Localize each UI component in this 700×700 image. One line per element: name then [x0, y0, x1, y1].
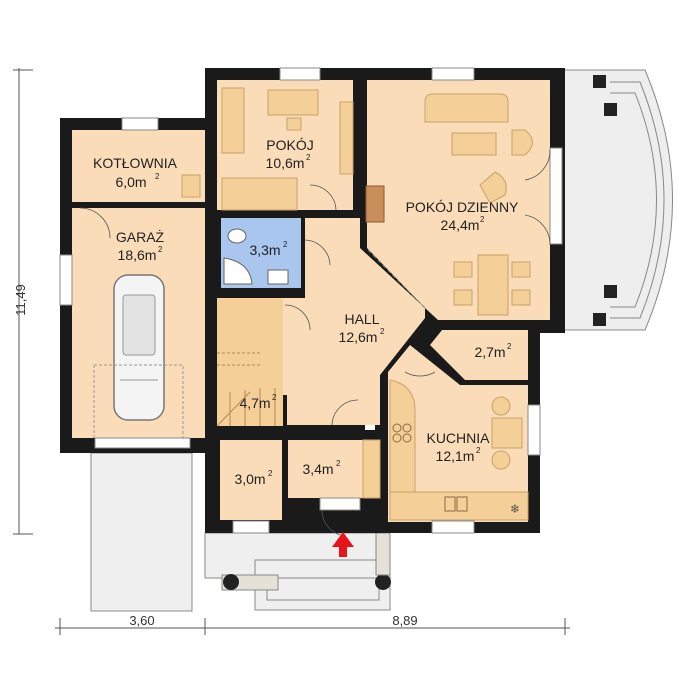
terrace: [562, 69, 673, 331]
window: [121, 117, 159, 131]
room-name: KUCHNIA: [426, 430, 490, 446]
room-name: POKÓJ DZIENNY: [406, 199, 519, 215]
entrance-door-frame: [319, 497, 361, 511]
window: [527, 404, 541, 456]
furniture: [181, 87, 533, 521]
window: [59, 254, 73, 306]
dimension-width-left: 3,60: [129, 613, 154, 628]
column-icon: [593, 313, 606, 326]
door-swings: [79, 149, 551, 537]
room-area: 12,1m: [436, 448, 475, 464]
window: [549, 147, 563, 245]
room-small-1: [220, 440, 282, 520]
window: [279, 67, 321, 81]
dimension-lines: [13, 68, 570, 635]
svg-text:2: 2: [306, 153, 311, 162]
column-icon: [604, 285, 617, 298]
room-name: GARAŻ: [116, 228, 165, 245]
room-area: 3,0m: [234, 471, 265, 487]
window: [232, 520, 270, 534]
svg-text:2: 2: [507, 342, 512, 351]
room-area: 3,3m: [249, 242, 280, 258]
room-area: 3,4m: [302, 461, 333, 477]
snowflake-icon: ❄: [510, 502, 520, 516]
room-area: 12,6m: [339, 329, 378, 345]
room-name: KOTŁOWNIA: [93, 155, 178, 171]
fireplace-icon: [365, 185, 385, 223]
room-kuchnia: [388, 345, 528, 522]
room-area: 18,6m: [118, 247, 157, 263]
column-icon: [223, 574, 239, 590]
svg-text:2: 2: [476, 446, 481, 455]
room-area: 4,7m: [239, 395, 270, 411]
window: [431, 520, 475, 534]
column-icon: [593, 75, 606, 88]
windows: [59, 67, 563, 534]
dimension-width-right: 8,89: [392, 613, 417, 628]
room-storage: [430, 330, 528, 380]
window: [431, 67, 475, 81]
sink-icon: [444, 496, 468, 512]
room-area: 24,4m: [441, 217, 480, 233]
svg-text:2: 2: [155, 172, 160, 181]
toilet-icon: [227, 228, 247, 244]
svg-text:2: 2: [158, 245, 163, 254]
room-area: 2,7m: [474, 344, 505, 360]
svg-text:2: 2: [480, 215, 485, 224]
room-name: HALL: [344, 311, 379, 327]
svg-text:2: 2: [268, 469, 273, 478]
car-icon: [93, 274, 184, 440]
driveway: [90, 452, 193, 612]
room-name: POKÓJ: [266, 137, 313, 153]
shower-icon: [223, 257, 253, 285]
entrance-arrow-icon: [332, 532, 354, 557]
room-area: 6,0m: [115, 174, 146, 190]
room-labels: KOTŁOWNIA 6,0m 2 POKÓJ 10,6m 2 POKÓJ DZI…: [93, 137, 519, 487]
svg-text:2: 2: [336, 459, 341, 468]
entrance-porch: [204, 532, 391, 611]
stove-icon: [392, 423, 412, 443]
room-hall: [260, 218, 425, 425]
svg-text:2: 2: [272, 393, 277, 402]
column-icon: [375, 574, 391, 590]
svg-text:2: 2: [283, 240, 288, 249]
sink-icon: [267, 269, 289, 285]
dimension-height: 11,49: [13, 284, 28, 316]
svg-text:2: 2: [380, 327, 385, 336]
room-area: 10,6m: [266, 155, 305, 171]
staircase: [216, 352, 276, 427]
garage-door: [94, 437, 191, 449]
column-icon: [604, 103, 617, 116]
